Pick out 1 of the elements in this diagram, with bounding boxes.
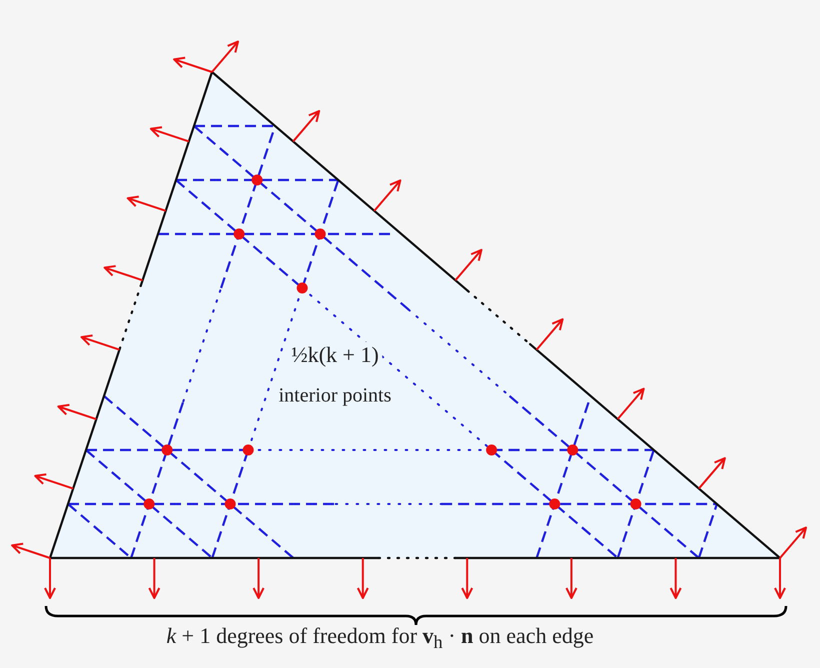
caption-text: k + 1 degrees of freedom for v$_{h}$ · n on each edge <box>166 622 594 654</box>
